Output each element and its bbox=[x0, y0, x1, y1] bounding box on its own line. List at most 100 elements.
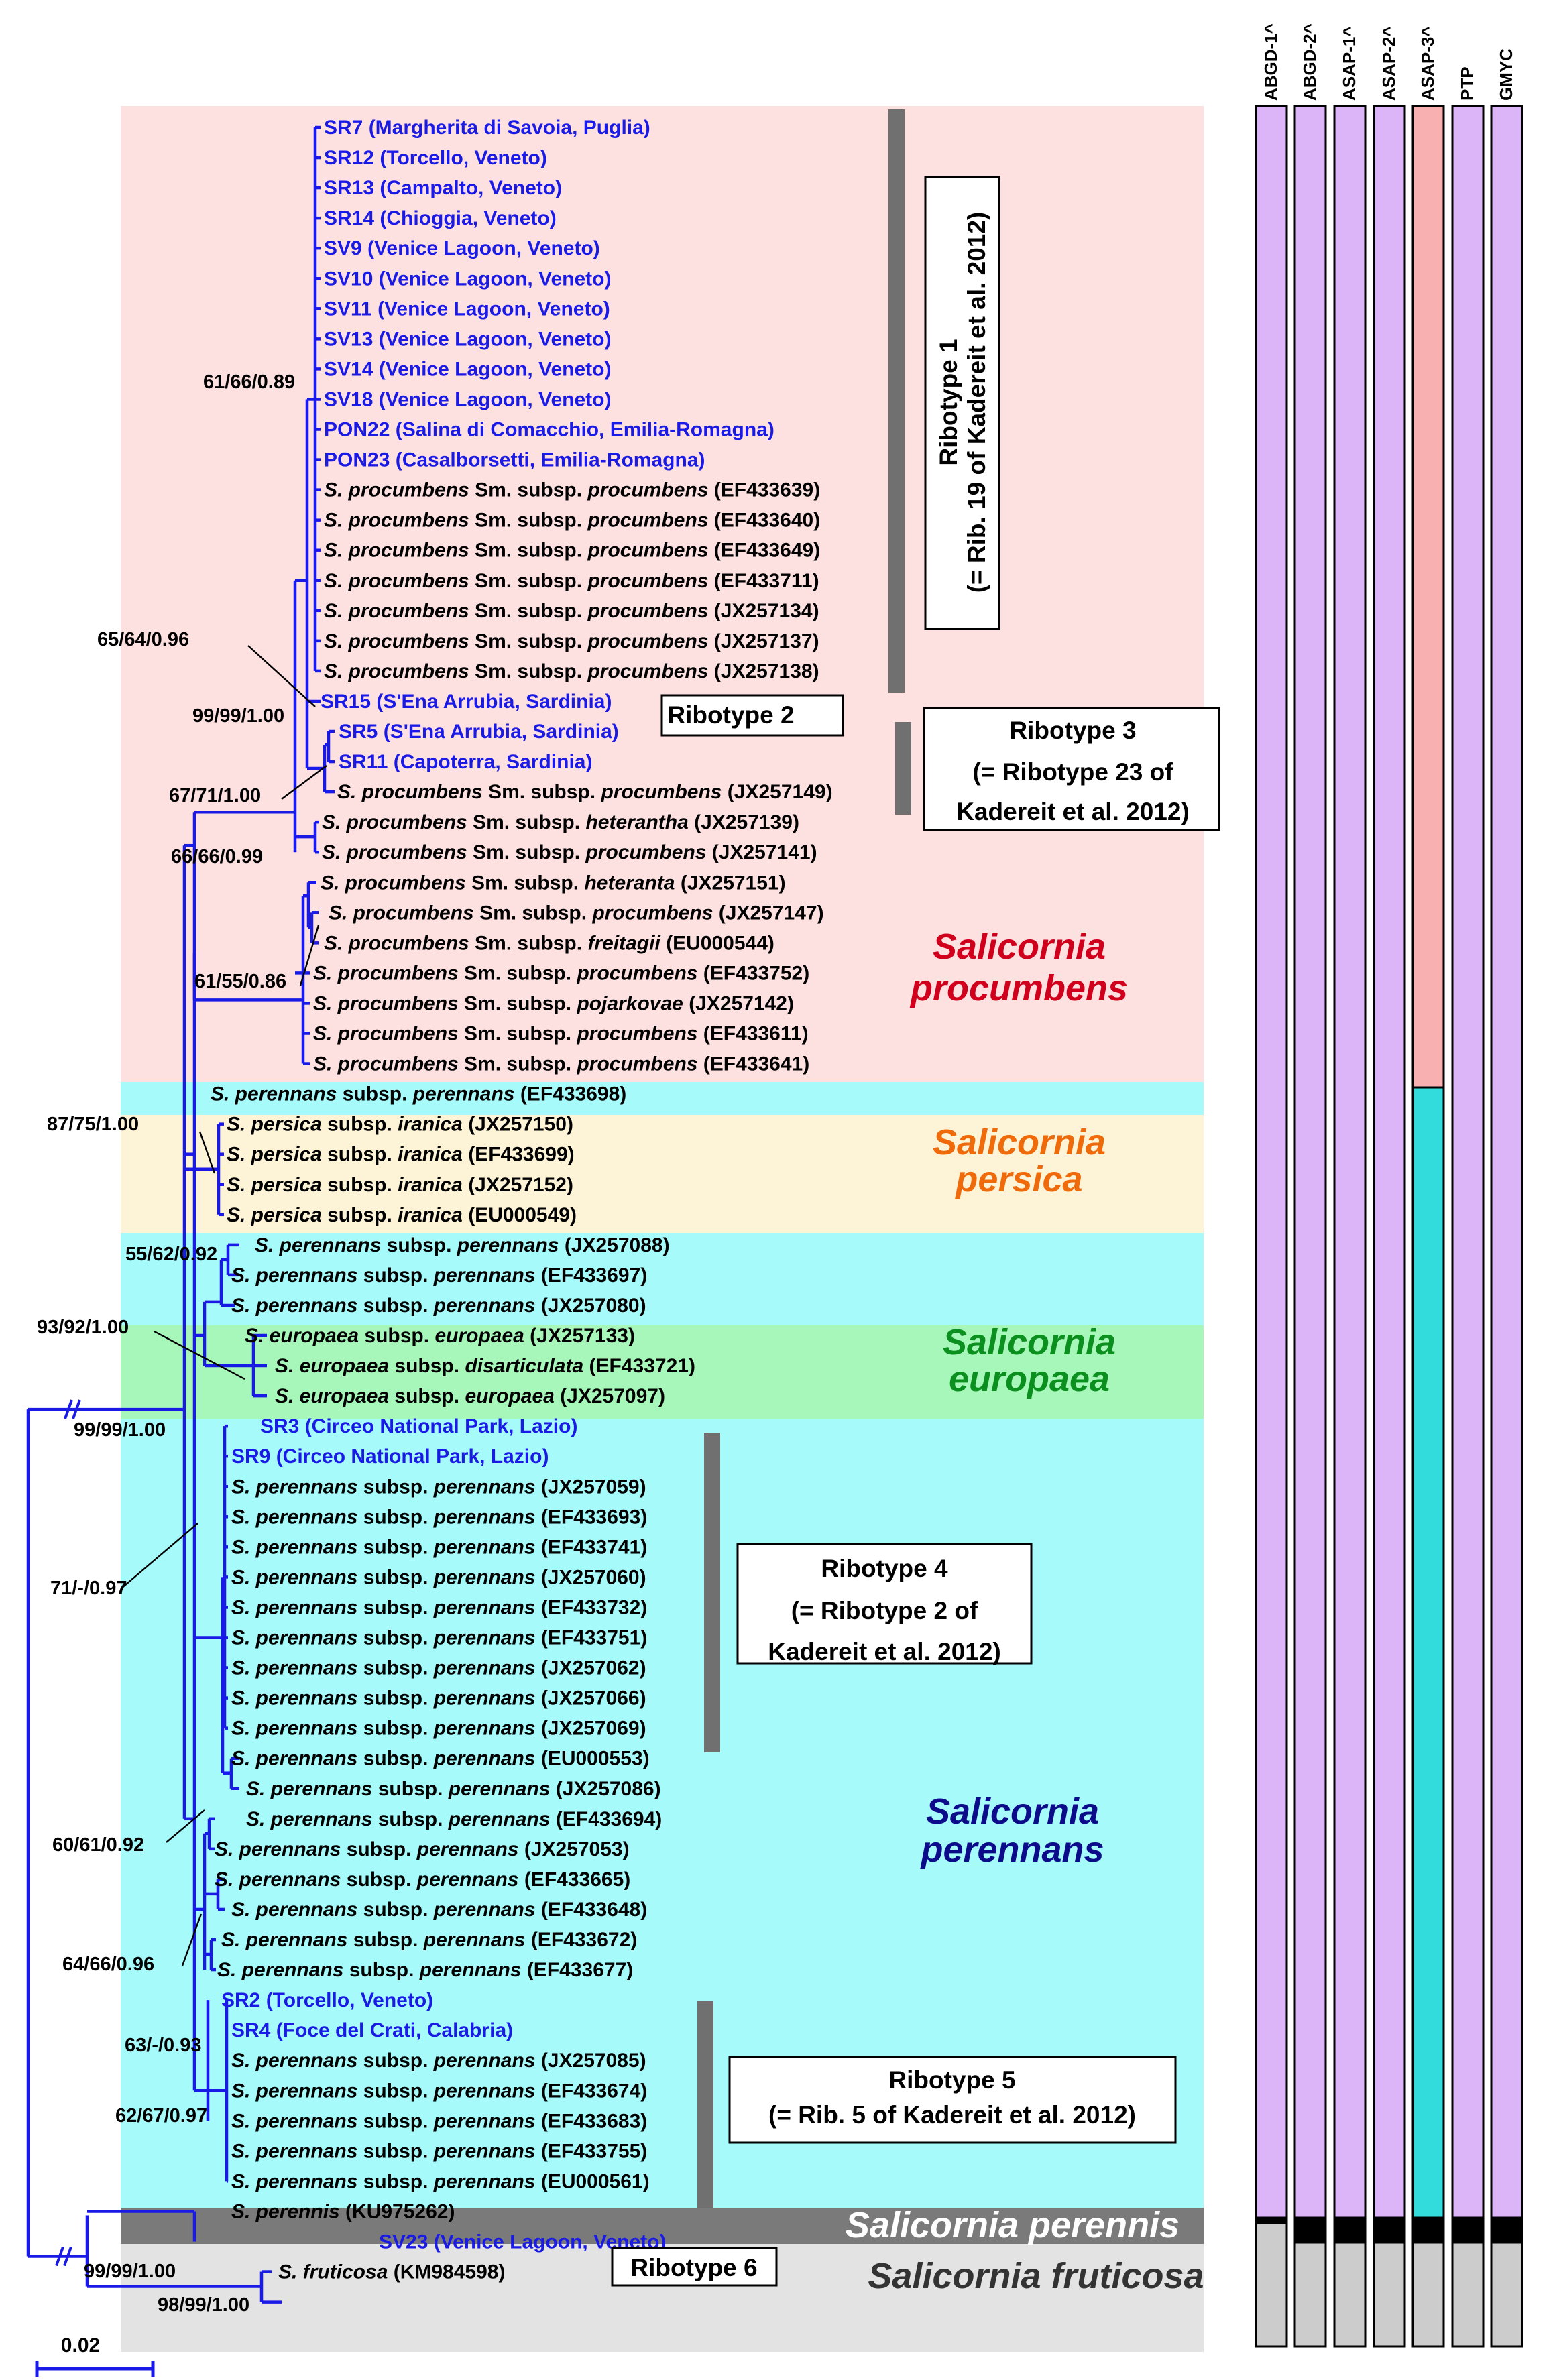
tip-label: S. perennans subsp. perennans (EF433677) bbox=[217, 1959, 633, 1981]
delimitation-block bbox=[1333, 2241, 1367, 2348]
ribotype-label: (= Ribotype 23 of bbox=[972, 758, 1173, 786]
tip-label: S. procumbens Sm. subsp. procumbens (EF4… bbox=[313, 1023, 809, 1045]
tip-label: S. procumbens Sm. subsp. procumbens (EF4… bbox=[313, 1053, 809, 1075]
support-value: 99/99/1.00 bbox=[84, 2261, 176, 2282]
ribotype-label: Ribotype 3 bbox=[1009, 717, 1136, 744]
tip-label: S. procumbens Sm. subsp. procumbens (EF4… bbox=[324, 540, 820, 562]
support-value: 93/92/1.00 bbox=[37, 1317, 129, 1338]
tip-label: S. perennans subsp. perennans (EF433698) bbox=[211, 1083, 626, 1106]
ribotype-4-box bbox=[736, 1543, 1033, 1665]
tip-label: SV9 (Venice Lagoon, Veneto) bbox=[324, 237, 600, 259]
support-value: 87/75/1.00 bbox=[47, 1114, 139, 1135]
delimitation-block bbox=[1490, 2216, 1523, 2243]
tip-label: SR13 (Campalto, Veneto) bbox=[324, 177, 562, 199]
tip-label: S. perennans subsp. perennans (JX257066) bbox=[231, 1687, 646, 1710]
support-value: 64/66/0.96 bbox=[62, 1954, 154, 1975]
tip-label: S. procumbens Sm. subsp. procumbens (JX2… bbox=[324, 660, 819, 682]
tip-label: S. persica subsp. iranica (EU000549) bbox=[227, 1204, 577, 1226]
tip-label: S. perennans subsp. perennans (EF433751) bbox=[231, 1627, 647, 1649]
band-perennans bbox=[121, 1082, 1204, 1115]
tip-label: S. persica subsp. iranica (EF433699) bbox=[227, 1144, 575, 1166]
support-value: 55/62/0.92 bbox=[125, 1244, 217, 1265]
tip-label: S. perennans subsp. perennans (JX257088) bbox=[255, 1234, 670, 1256]
tip-label: S. persica subsp. iranica (JX257150) bbox=[227, 1114, 573, 1136]
scale-bar: 0.02 bbox=[35, 2334, 155, 2377]
clade-label: perennans bbox=[919, 1830, 1104, 1870]
ribotype-label: Ribotype 5 bbox=[888, 2066, 1015, 2094]
tip-label: S. europaea subsp. europaea (JX257097) bbox=[275, 1385, 665, 1407]
tip-label: PON22 (Salina di Comacchio, Emilia-Romag… bbox=[324, 419, 774, 441]
clade-label: persica bbox=[954, 1159, 1082, 1199]
delimitation-column-header: ABGD-2^ bbox=[1300, 23, 1320, 101]
tip-label: SV13 (Venice Lagoon, Veneto) bbox=[324, 328, 611, 350]
tip-label: S. perennans subsp. perennans (JX257085) bbox=[231, 2049, 646, 2072]
tip-label: S. procumbens Sm. subsp. procumbens (JX2… bbox=[324, 600, 819, 622]
tip-label: S. procumbens Sm. subsp. procumbens (EF4… bbox=[324, 510, 820, 532]
tip-label: SV11 (Venice Lagoon, Veneto) bbox=[324, 298, 610, 320]
clade-background-bands bbox=[121, 106, 1204, 2352]
delimitation-block bbox=[1411, 2241, 1445, 2348]
clade-labels: SalicorniaprocumbensSalicorniapersicaSal… bbox=[846, 927, 1204, 2296]
support-value: 66/66/0.99 bbox=[171, 846, 263, 868]
delimitation-column-header: ABGD-1^ bbox=[1261, 23, 1281, 101]
ribotype-label: Ribotype 1 bbox=[935, 339, 962, 465]
support-leader-line bbox=[181, 1913, 203, 1966]
tip-label: S. perennans subsp. perennans (EF433693) bbox=[231, 1506, 647, 1528]
delimitation-block bbox=[1411, 105, 1445, 1089]
band-procumbens bbox=[121, 106, 1204, 1082]
clade-label: Salicornia bbox=[933, 927, 1106, 967]
tip-label: S. perennans subsp. perennans (EF433697) bbox=[231, 1264, 647, 1287]
support-value: 61/55/0.86 bbox=[194, 971, 286, 992]
support-value: 71/-/0.97 bbox=[50, 1578, 127, 1599]
tip-label: S. perennans subsp. perennans (EU000553) bbox=[231, 1748, 650, 1770]
support-leader-line bbox=[281, 765, 327, 800]
ribotype-label: Ribotype 6 bbox=[630, 2254, 757, 2281]
ribotype-5-box bbox=[728, 2056, 1177, 2144]
tip-labels: SR7 (Margherita di Savoia, Puglia)SR12 (… bbox=[211, 117, 833, 2283]
ribotype-label: Kadereit et al. 2012) bbox=[956, 798, 1190, 825]
delimitation-block bbox=[1490, 105, 1523, 2219]
tip-label: S. perennans subsp. perennans (EF433741) bbox=[231, 1536, 647, 1558]
delimitation-block bbox=[1293, 105, 1327, 2219]
ribotype-2-box bbox=[660, 694, 844, 737]
ribotype-bar bbox=[888, 109, 905, 693]
tip-label: S. perennans subsp. perennans (JX257080) bbox=[231, 1295, 646, 1317]
ribotype-label: (= Rib. 19 of Kadereit et al. 2012) bbox=[963, 212, 990, 593]
band-europaea bbox=[121, 1325, 1204, 1419]
tip-label: S. procumbens Sm. subsp. heteranta (JX25… bbox=[321, 872, 786, 894]
tip-label: S. procumbens Sm. subsp. procumbens (EF4… bbox=[313, 962, 809, 984]
clade-label: Salicornia bbox=[926, 1791, 1099, 1832]
delimitation-block bbox=[1451, 2216, 1485, 2243]
delimitation-block bbox=[1333, 2216, 1367, 2243]
tip-label: S. perennans subsp. perennans (EF433694) bbox=[246, 1808, 662, 1830]
tip-label: S. procumbens Sm. subsp. procumbens (EF4… bbox=[324, 479, 820, 501]
band-persica bbox=[121, 1115, 1204, 1233]
ribotype-label: (= Ribotype 2 of bbox=[791, 1597, 978, 1624]
support-value: 60/61/0.92 bbox=[52, 1834, 144, 1856]
tip-label: SR4 (Foce del Crati, Calabria) bbox=[231, 2019, 513, 2041]
tip-label: S. perennans subsp. perennans (JX257069) bbox=[231, 1718, 646, 1740]
delimitation-block bbox=[1451, 2241, 1485, 2348]
tip-label: S. perennans subsp. perennans (JX257053) bbox=[215, 1838, 630, 1860]
tip-label: S. procumbens Sm. subsp. freitagii (EU00… bbox=[324, 932, 774, 954]
clade-label: Salicornia bbox=[943, 1322, 1116, 1362]
delimitation-block bbox=[1490, 2241, 1523, 2348]
support-leader-line bbox=[247, 645, 316, 707]
delimitation-block bbox=[1255, 2222, 1288, 2348]
tip-label: S. perennans subsp. perennans (EF433672) bbox=[221, 1929, 637, 1951]
ribotype-bar bbox=[704, 1433, 720, 1752]
support-value: 62/67/0.97 bbox=[115, 2105, 207, 2127]
clade-label: europaea bbox=[949, 1359, 1110, 1399]
tip-label: S. perennans subsp. perennans (EF433683) bbox=[231, 2110, 647, 2132]
support-value: 61/66/0.89 bbox=[203, 371, 295, 393]
support-value: 63/-/0.93 bbox=[125, 2035, 201, 2056]
ribotype-bar bbox=[697, 2001, 713, 2208]
tip-label: SR5 (S'Ena Arrubia, Sardinia) bbox=[339, 721, 619, 743]
ribotype-6-box bbox=[611, 2247, 778, 2287]
ribotype-label: Kadereit et al. 2012) bbox=[768, 1638, 1001, 1665]
ribotype-1-box bbox=[924, 176, 1000, 630]
ribotype-label: (= Rib. 5 of Kadereit et al. 2012) bbox=[768, 2101, 1136, 2129]
tip-label: S. perennans subsp. perennans (JX257062) bbox=[231, 1657, 646, 1679]
